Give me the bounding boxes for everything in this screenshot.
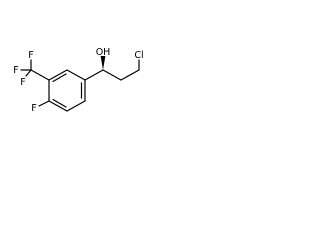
cf3-f-left-label: F <box>13 65 18 76</box>
ring-double-bond-3 <box>52 73 67 83</box>
ring-f-label: F <box>31 103 36 114</box>
cf3-to-f-bottom-bond <box>25 69 32 77</box>
ring-bond-2 <box>66 100 86 112</box>
ring-double-bond-2 <box>52 98 67 108</box>
ring-bond-6 <box>66 69 86 81</box>
wedge-bond-to-oh <box>100 56 106 70</box>
ring-to-cf3-bond <box>30 69 50 81</box>
cf3-f-top-label: F <box>28 50 33 61</box>
benzene-ring <box>48 69 86 112</box>
cf3-f-bottom-label: F <box>20 77 25 88</box>
ring-bond-3 <box>48 100 68 112</box>
chemical-structure-diagram: OH Cl F F F F <box>13 47 143 114</box>
ring-to-stereocenter-bond <box>84 69 104 81</box>
ring-to-f-bond <box>38 100 50 107</box>
ring-bond-5 <box>48 69 68 81</box>
ch2-to-ch2-bond <box>120 69 140 81</box>
cl-label: Cl <box>134 50 143 61</box>
oh-label: OH <box>96 47 111 58</box>
stereocenter-to-ch2-bond <box>102 69 122 81</box>
